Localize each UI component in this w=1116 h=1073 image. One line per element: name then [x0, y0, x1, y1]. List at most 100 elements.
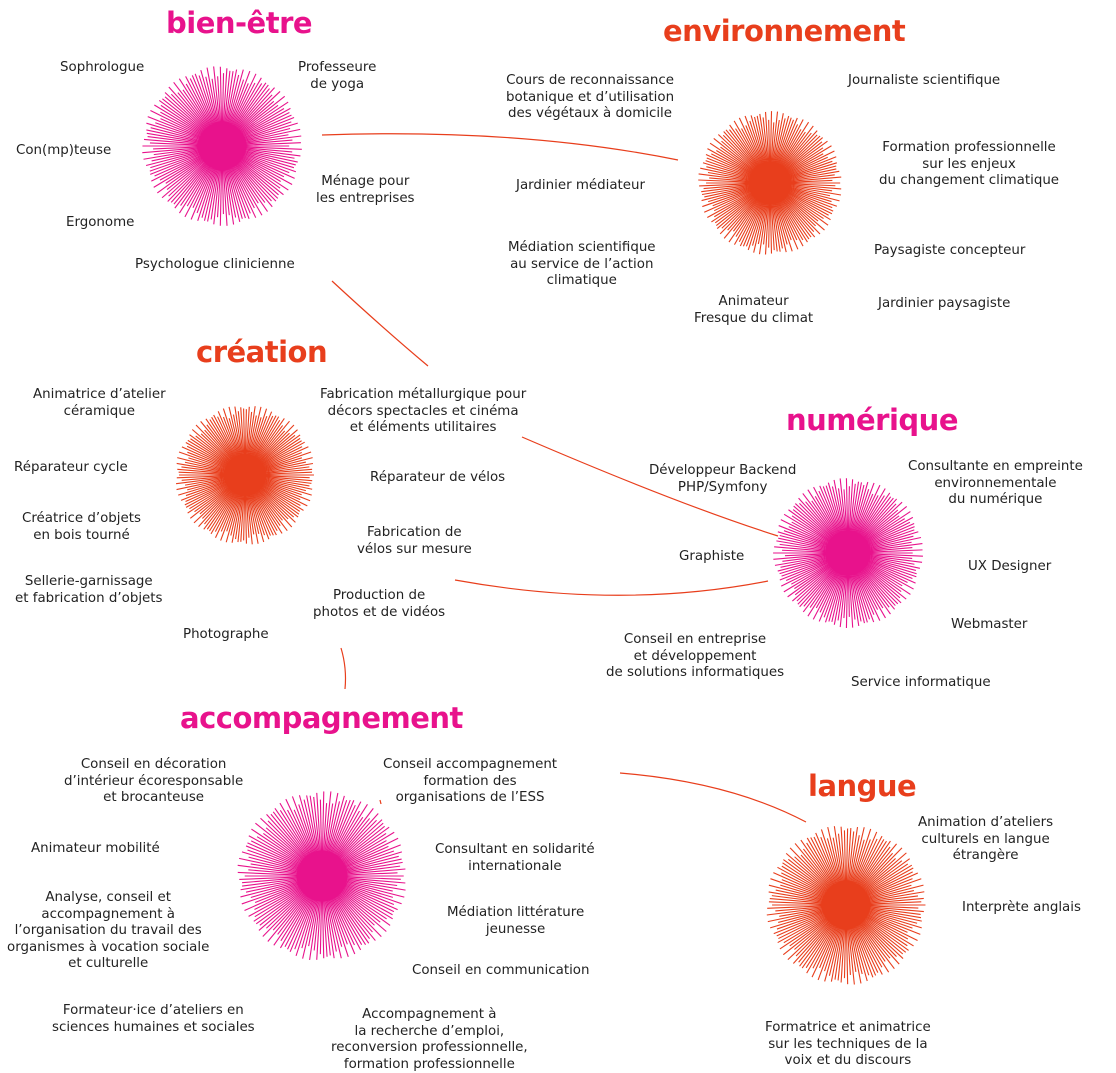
- burst-ray: [789, 914, 833, 947]
- burst-ray: [272, 887, 312, 931]
- burst-ray: [173, 159, 212, 205]
- burst-ray: [323, 791, 332, 858]
- burst-ray: [727, 193, 761, 231]
- burst-ray: [852, 835, 883, 892]
- burst-ray: [220, 489, 241, 541]
- job-label: Conseil en décoration d’intérieur écores…: [64, 757, 244, 805]
- burst-ray: [252, 418, 285, 464]
- burst-ray: [843, 830, 847, 891]
- burst-ray: [178, 160, 214, 214]
- burst-ray: [744, 115, 766, 169]
- burst-ray: [706, 157, 758, 179]
- burst-ray: [853, 919, 883, 975]
- burst-ray: [781, 184, 842, 196]
- burst-ray: [234, 406, 244, 460]
- burst-creation: [176, 406, 314, 545]
- burst-ray: [855, 495, 879, 539]
- burst-ray: [233, 158, 277, 202]
- burst-ray: [330, 804, 368, 862]
- burst-ray: [777, 911, 835, 944]
- burst-ray: [227, 159, 257, 218]
- burst-ray: [240, 879, 306, 898]
- burst-ray: [295, 893, 317, 957]
- burst-ray: [857, 852, 907, 896]
- burst-ray: [204, 429, 236, 464]
- burst-ray: [800, 839, 839, 894]
- burst-ray: [247, 849, 307, 871]
- burst-ray: [758, 197, 769, 255]
- burst-ray: [231, 84, 269, 134]
- burst-ray: [800, 854, 836, 893]
- burst-ray: [858, 867, 914, 899]
- burst-ray: [187, 439, 233, 468]
- job-label: Graphiste: [679, 549, 745, 564]
- burst-ray: [291, 796, 317, 861]
- burst-ray: [248, 835, 306, 868]
- burst-ray: [837, 921, 845, 981]
- burst-ray: [251, 415, 274, 462]
- job-label: Réparateur cycle: [14, 460, 128, 475]
- burst-ray: [833, 826, 845, 889]
- burst-ray: [863, 529, 915, 549]
- burst-ray: [791, 515, 835, 545]
- burst-ray: [244, 409, 247, 461]
- job-label: Journaliste scientifique: [848, 73, 1001, 88]
- burst-ray: [237, 146, 302, 150]
- burst-ray: [316, 792, 322, 859]
- burst-ray: [749, 120, 767, 171]
- burst-ray: [782, 174, 835, 182]
- job-label: Accompagnement à la recherche d’emploi, …: [331, 1007, 528, 1072]
- burst-ray: [780, 558, 837, 587]
- burst-ray: [256, 483, 300, 515]
- burst-ray: [337, 885, 387, 920]
- burst-ray: [258, 446, 309, 470]
- burst-ray: [254, 437, 301, 469]
- burst-ray: [191, 75, 216, 130]
- burst-ray: [776, 910, 831, 930]
- burst-ray: [227, 73, 257, 134]
- burst-ray: [233, 94, 273, 134]
- burst-ray: [195, 424, 238, 468]
- burst-ray: [768, 119, 771, 170]
- burst-ray: [845, 565, 849, 628]
- burst-ray: [226, 79, 245, 131]
- burst-ray: [807, 489, 842, 542]
- burst-ray: [201, 162, 218, 218]
- burst-ray: [151, 152, 208, 182]
- burst-ray: [820, 829, 842, 892]
- burst-ray: [221, 163, 224, 215]
- burst-ray: [336, 879, 405, 898]
- burst-ray: [776, 192, 810, 240]
- burst-ray: [223, 160, 235, 225]
- burst-ray: [773, 198, 788, 245]
- burst-ray: [862, 907, 922, 922]
- burst-ray: [787, 916, 834, 960]
- burst-ray: [187, 481, 235, 514]
- burst-ray: [773, 115, 790, 171]
- burst-ray: [777, 556, 834, 572]
- burst-ray: [785, 184, 833, 192]
- burst-ray: [831, 486, 845, 538]
- burst-ray: [733, 120, 764, 172]
- burst-ray: [857, 852, 894, 893]
- burst-ray: [334, 819, 383, 865]
- burst-ray: [828, 922, 843, 976]
- burst-ray: [201, 484, 236, 519]
- burst-ray: [859, 914, 909, 951]
- burst-ray: [333, 889, 376, 941]
- burst-ray: [228, 418, 242, 462]
- burst-ray: [223, 71, 234, 133]
- burst-ray: [739, 196, 765, 247]
- burst-ray: [794, 843, 837, 894]
- burst-ray: [177, 92, 212, 133]
- burst-ray: [860, 912, 909, 940]
- burst-ray: [243, 408, 246, 461]
- burst-ray: [236, 149, 296, 166]
- burst-ray: [337, 845, 389, 870]
- burst-ray: [785, 559, 834, 582]
- burst-ray: [859, 860, 903, 895]
- burst-ray: [186, 159, 215, 207]
- burst-ray: [154, 152, 207, 177]
- burst-ray: [333, 826, 390, 868]
- burst-ray: [226, 162, 246, 219]
